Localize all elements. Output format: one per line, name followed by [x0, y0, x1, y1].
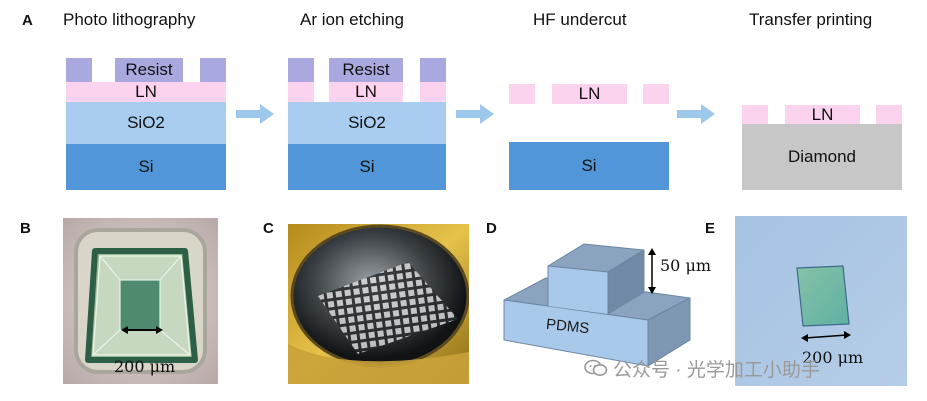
- wechat-icon: [584, 359, 608, 376]
- resist-block-right: [200, 58, 226, 82]
- sio2-layer: SiO2: [288, 102, 446, 144]
- resist-block-center: Resist: [329, 58, 403, 82]
- ln-segment-center: LN: [552, 84, 627, 104]
- ln-segment-left: [288, 82, 314, 102]
- watermark-text: 公众号 · 光学加工小助手: [613, 360, 820, 381]
- resist-block-right: [420, 58, 446, 82]
- si-layer: Si: [288, 144, 446, 190]
- ln-segment-right: [420, 82, 446, 102]
- ln-segment-center: LN: [785, 105, 860, 124]
- panel-label-a: A: [22, 12, 33, 29]
- step-title-lithography: Photo lithography: [63, 10, 196, 29]
- step-title-undercut: HF undercut: [533, 10, 627, 29]
- panel-d-height-label: 50 μm: [660, 256, 712, 275]
- panel-e-scale-label: 200 μm: [802, 348, 864, 367]
- ln-segment-left: [742, 105, 768, 124]
- panel-label-d: D: [486, 220, 497, 237]
- process-arrow-2: [456, 104, 494, 124]
- transferred-film-image: [735, 216, 907, 386]
- sio2-layer: SiO2: [66, 102, 226, 144]
- panel-label-b: B: [20, 220, 31, 237]
- ln-segment-right: [876, 105, 902, 124]
- resist-block-center: Resist: [115, 58, 183, 82]
- resist-block-left: [288, 58, 314, 82]
- membrane-micrograph-image: [63, 218, 218, 384]
- si-layer: Si: [66, 144, 226, 190]
- ln-segment-center: LN: [329, 82, 403, 102]
- panel-label-c: C: [263, 220, 274, 237]
- si-layer: Si: [509, 142, 669, 190]
- panel-label-e: E: [705, 220, 716, 237]
- process-arrow-1: [236, 104, 274, 124]
- ln-layer: LN: [66, 82, 226, 102]
- resist-block-left: [66, 58, 92, 82]
- panel-b-scale-label: 200 μm: [114, 357, 176, 376]
- ln-segment-left: [509, 84, 535, 104]
- pdms-stamp-drawing: [503, 243, 691, 367]
- step-title-etching: Ar ion etching: [300, 10, 404, 29]
- step-title-transfer: Transfer printing: [749, 10, 873, 29]
- ln-segment-right: [643, 84, 669, 104]
- process-arrow-3: [677, 104, 715, 124]
- panel-c-chip-photo: [288, 224, 469, 384]
- diamond-substrate: Diamond: [742, 124, 902, 190]
